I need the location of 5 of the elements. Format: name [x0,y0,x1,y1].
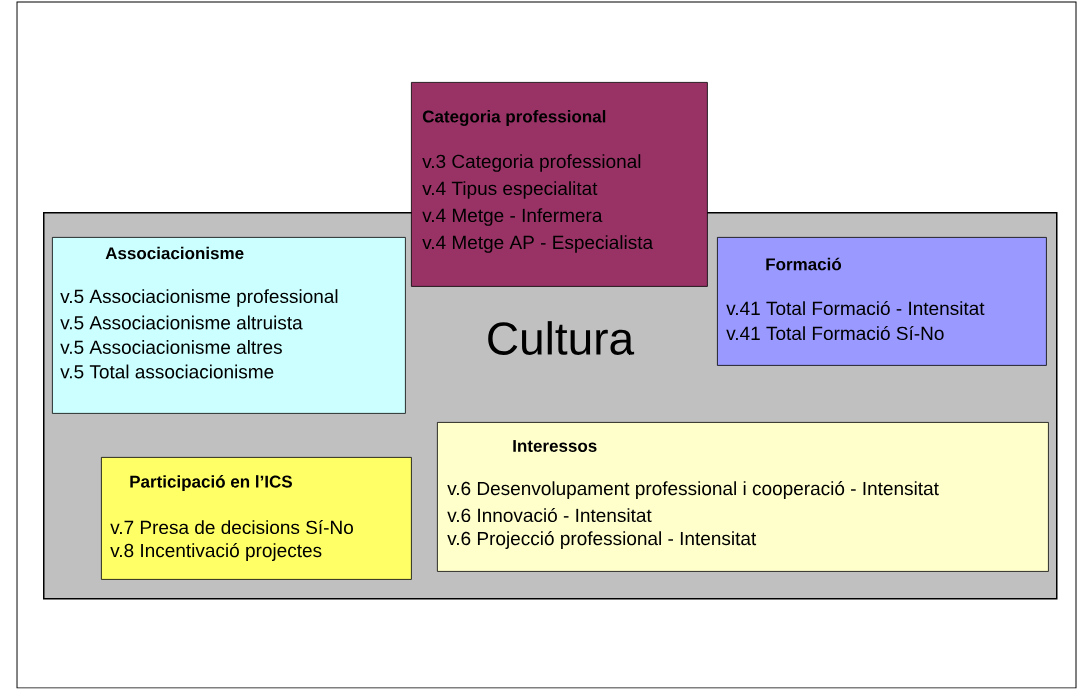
category-box: Participació en l’ICS v.7 Presa de decisions Sí-No v.8 Incentivació projectes [101,457,412,580]
category-box: Associacionisme v.5 Associacionisme professional v.5 Associacionisme altruista v.5 Associacionisme altres v.5 Total associacionisme [52,237,406,414]
category-box: Formació v.41 Total Formació - Intensitat v.41 Total Formació Sí-No [717,237,1047,366]
category-box: Interessos v.6 Desenvolupament professional i cooperació - Intensitat v.6 Innovació - Intensitat v.6 Projecció professional - Intensitat [437,422,1049,572]
category-box: Categoria professional v.3 Categoria professional v.4 Tipus especialitat v.4 Metge - Infermera v.4 Metge AP - Especialista [411,82,708,287]
